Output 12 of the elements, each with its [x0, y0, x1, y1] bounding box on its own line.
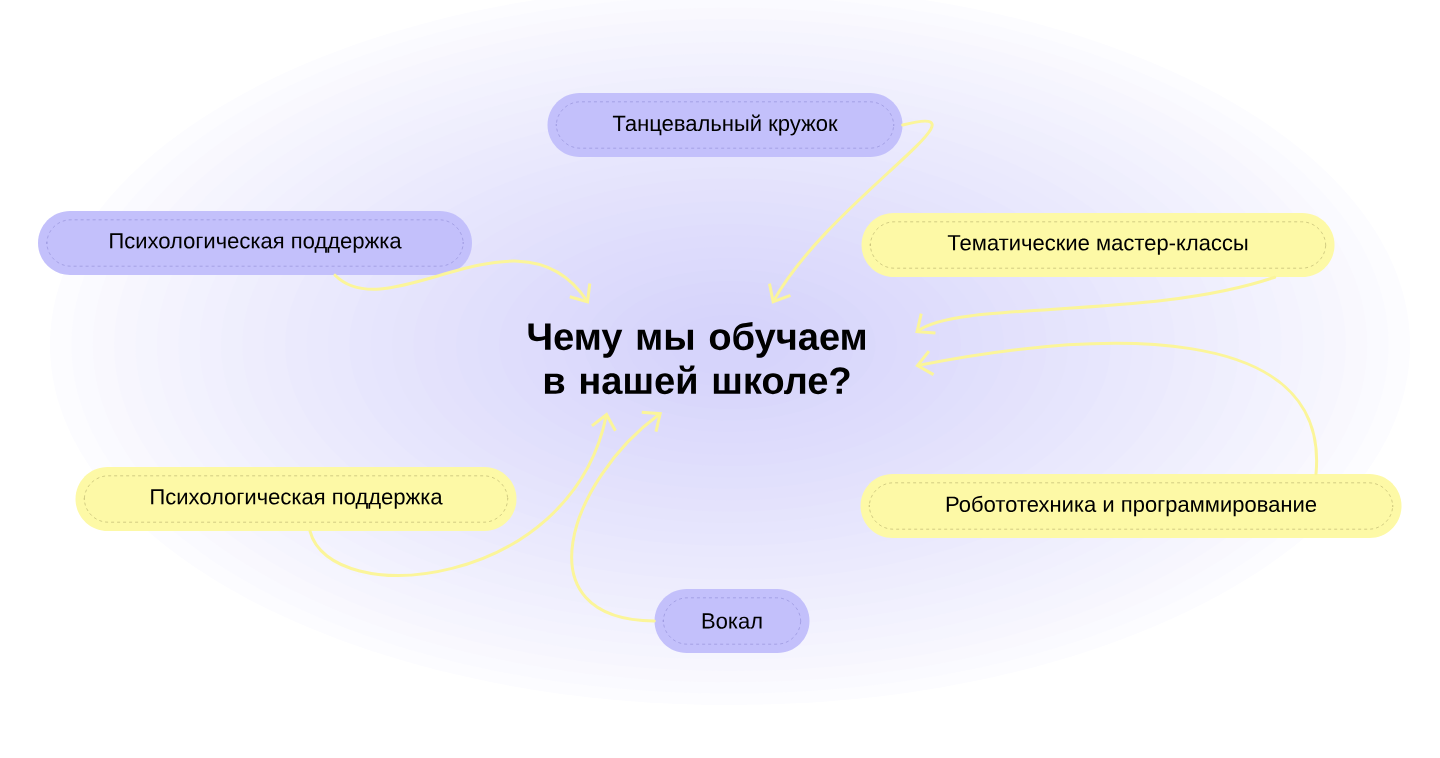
- curved-arrow: [570, 410, 662, 623]
- curved-arrow: [768, 119, 933, 304]
- curved-arrow: [308, 412, 617, 577]
- curved-arrow: [915, 342, 1318, 476]
- heading: Чему мы обучаем в нашей школе?: [528, 321, 865, 395]
- pill-label: Психологическая поддержка: [75, 467, 517, 531]
- curved-arrow: [333, 259, 592, 304]
- pill-label: Тематические мастер-классы: [861, 213, 1335, 277]
- pill-label: Танцевальный кружок: [547, 93, 903, 157]
- curved-arrow: [915, 275, 1277, 335]
- pill-label: Робототехника и программирование: [860, 474, 1402, 538]
- pill-label: Психологическая поддержка: [38, 211, 472, 275]
